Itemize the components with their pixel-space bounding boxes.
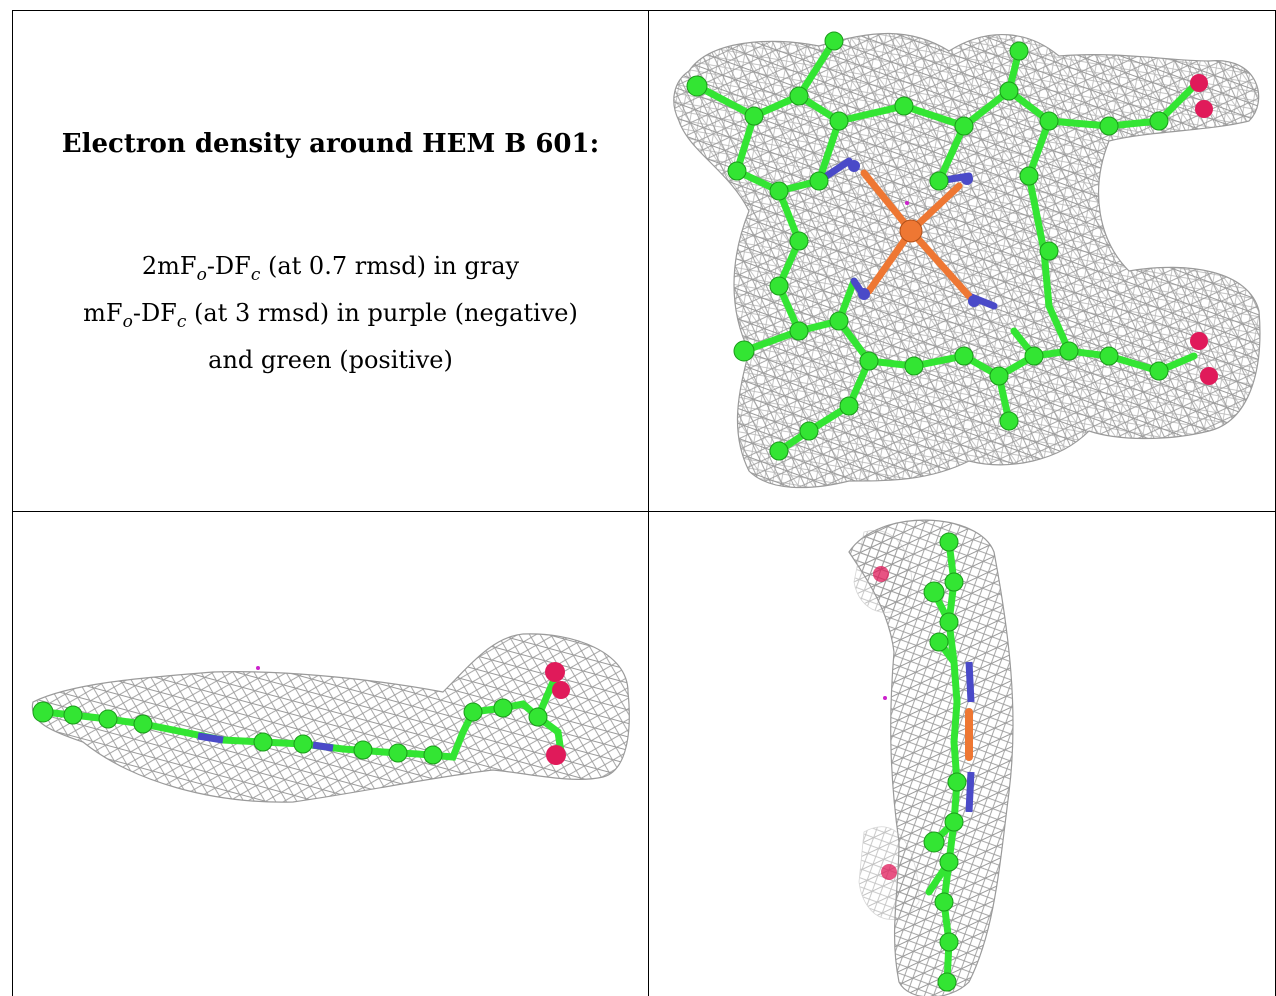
legend-line-fo: mFo-DFc (at 3 rmsd) in purple (negative) [83, 298, 578, 332]
description-cell: Electron density around HEM B 601: 2mFo-… [12, 10, 649, 512]
top-view-cell [649, 10, 1276, 512]
density-legend: 2mFo-DFc (at 0.7 rmsd) in gray mFo-DFc (… [13, 247, 648, 379]
heme-edge-view-icon [848, 519, 1014, 996]
figure-title: Electron density around HEM B 601: [61, 129, 600, 159]
legend-line-positive: and green (positive) [208, 345, 453, 374]
side-view-cell [12, 512, 649, 996]
edge-view-cell [649, 512, 1276, 996]
heme-top-view-icon [673, 31, 1261, 489]
legend-line-2fo: 2mFo-DFc (at 0.7 rmsd) in gray [141, 252, 520, 285]
heme-side-view-icon [31, 633, 630, 803]
figure-table: Electron density around HEM B 601: 2mFo-… [12, 10, 1276, 996]
